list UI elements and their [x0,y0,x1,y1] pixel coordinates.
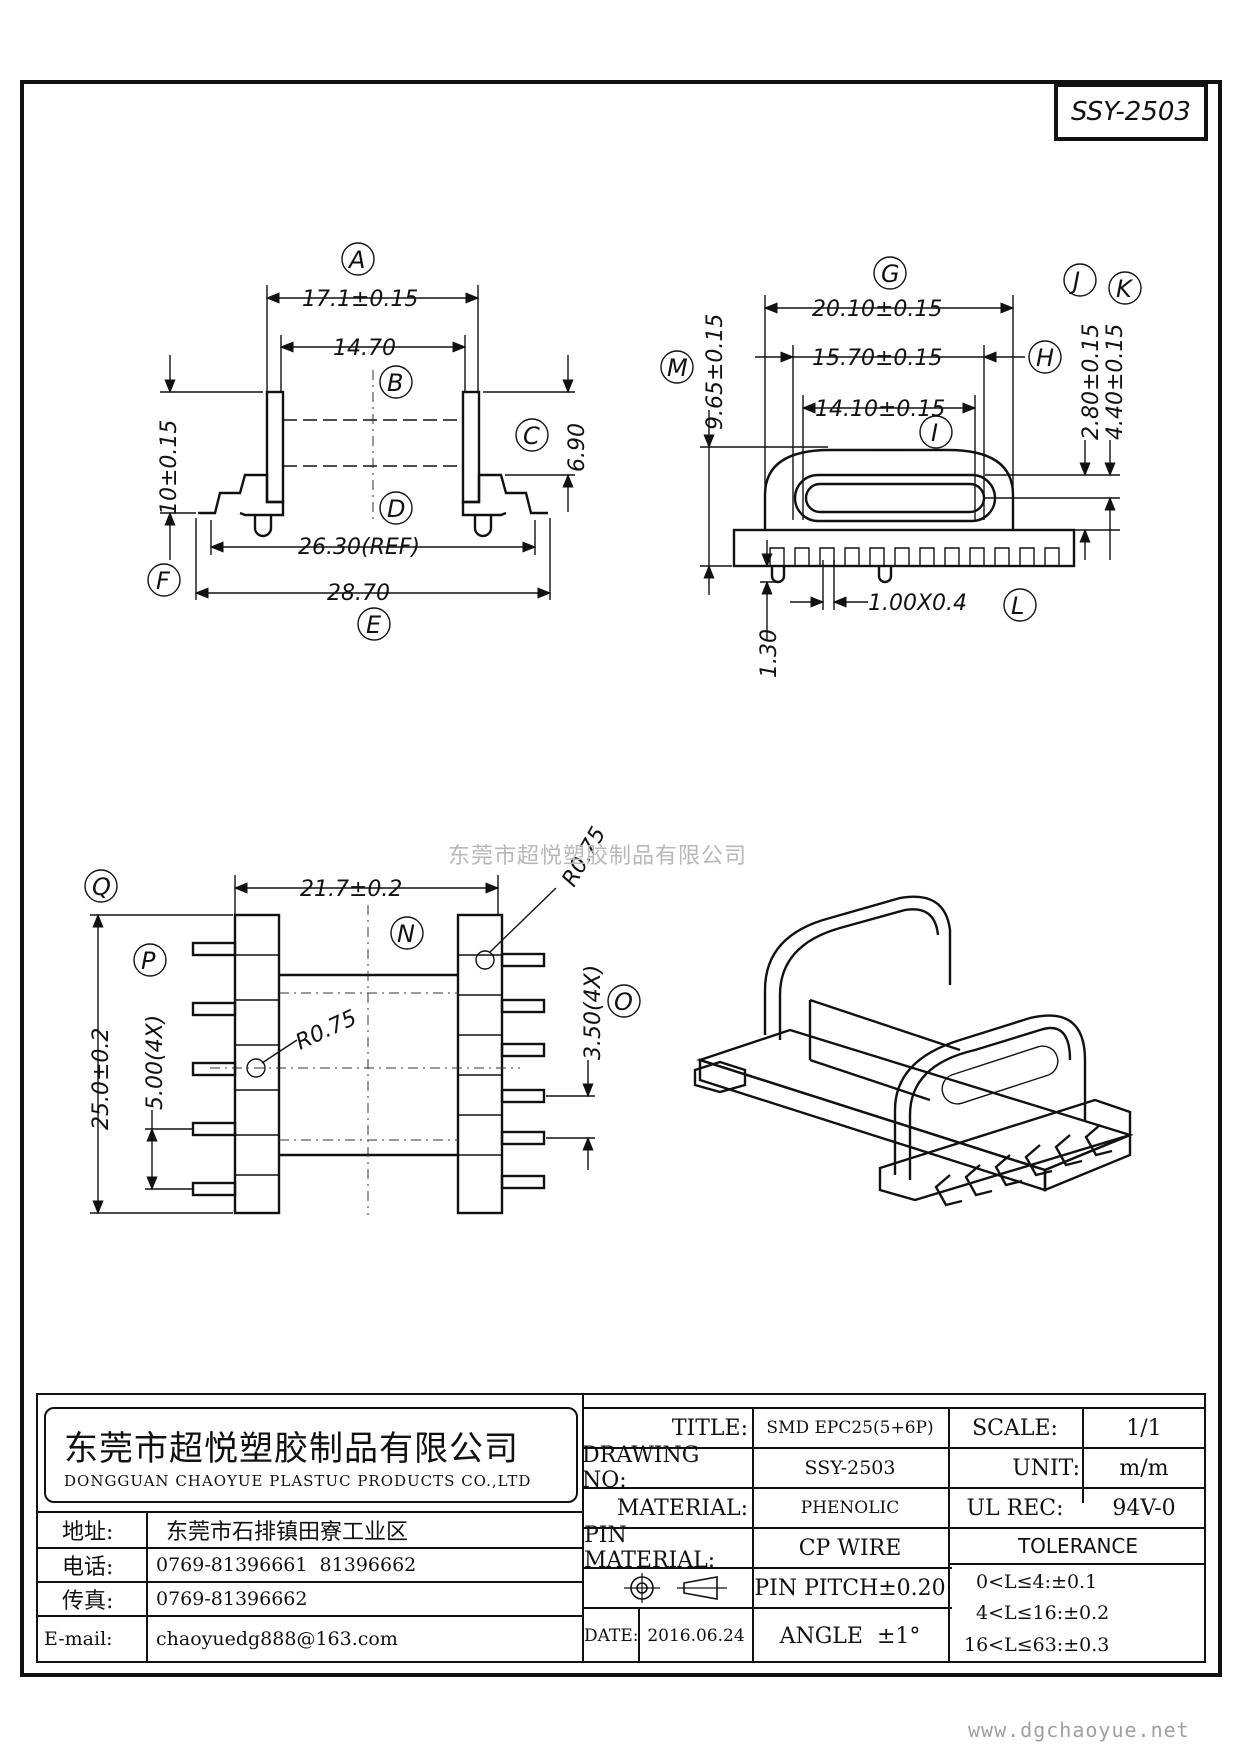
dim-e-text: 28.70 [327,581,390,606]
label-h: H [1036,344,1054,372]
label-i: I [931,419,938,447]
scale-label: SCALE: [972,1415,1058,1441]
company-en: DONGGUAN CHAOYUE PLASTUC PRODUCTS CO.,LT… [64,1471,532,1490]
tolerance-label: TOLERANCE [1017,1534,1139,1558]
part-number-box: SSY-2503 [1054,83,1208,141]
company-box: 东莞市超悦塑胶制品有限公司 DONGGUAN CHAOYUE PLASTUC P… [44,1407,578,1503]
dim-i-text: 14.10±0.15 [815,397,945,422]
company-cn: 东莞市超悦塑胶制品有限公司 [64,1428,519,1469]
pin-material-value: CP WIRE [798,1535,902,1561]
dim-p-text: 5.00(4X) [143,1015,168,1110]
label-o: O [614,988,633,1016]
address-value: 东莞市石排镇田寮工业区 [166,1520,409,1545]
watermark-text: 东莞市超悦塑胶制品有限公司 [448,844,748,869]
side-view: 17.1±0.15 14.70 6.90 10±0.15 26.30(REF) [147,242,590,641]
drawing-frame [20,80,1222,1677]
drawing-no-label: DRAWING NO: [582,1443,700,1493]
label-m: M [667,354,688,382]
tolerance-row-3: 16<L≤63:±0.3 [964,1634,1110,1656]
label-l: L [1011,592,1024,620]
label-e: E [366,611,382,639]
unit-label: UNIT: [1012,1455,1080,1481]
date-label: DATE: [584,1626,639,1646]
scale-value: 1/1 [1126,1415,1162,1441]
tolerance-row-1: 0<L≤4:±0.1 [976,1571,1098,1593]
phone-label: 电话: [62,1554,114,1580]
dim-l-text: 1.00X0.4 [868,591,967,616]
dim-n-text: 21.7±0.2 [300,877,402,902]
email-value: chaoyuedg888@163.com [156,1628,398,1650]
front-view: 20.10±0.15 15.70±0.15 14.10±0.15 9.65±0.… [660,256,1142,678]
front-view-pins [769,547,1060,566]
label-d: D [387,495,405,523]
dim-g-text: 20.10±0.15 [812,297,942,322]
pin-material-label: PIN MATERIAL: [584,1523,716,1573]
material-value: PHENOLIC [800,1498,900,1518]
tolerance-row-2: 4<L≤16:±0.2 [976,1602,1110,1624]
fax-label: 传真: [62,1588,114,1614]
ul-rec-label: UL REC: [966,1495,1064,1521]
label-g: G [881,260,900,288]
drawing-no-value: SSY-2503 [804,1457,896,1479]
label-q: Q [92,873,111,901]
dim-f-text: 10±0.15 [157,420,182,515]
projection-symbol [612,1569,742,1607]
dim-b-text: 14.70 [333,336,396,361]
dim-j-text: 2.80±0.15 [1079,324,1104,440]
label-c: C [523,422,540,450]
label-n: N [397,920,415,948]
dim-o-text: 3.50(4X) [581,965,606,1060]
title-block: 东莞市超悦塑胶制品有限公司 DONGGUAN CHAOYUE PLASTUC P… [36,1393,1206,1663]
address-label: 地址: [62,1520,114,1545]
dim-c-text: 6.90 [565,423,590,472]
website-text: www.dgchaoyue.net [968,1718,1190,1742]
dim-q-text: 25.0±0.2 [89,1028,114,1130]
label-b: B [387,369,403,397]
fax-value: 0769-81396662 [156,1587,308,1610]
ul-rec-value: 94V-0 [1112,1495,1176,1521]
phone-value: 0769-81396661 81396662 [156,1553,417,1576]
dim-r2-text: R0.75 [292,1006,361,1056]
email-label: E-mail: [44,1628,113,1650]
angle-value: ANGLE ±1° [779,1623,921,1649]
label-f: F [156,567,171,595]
material-label: MATERIAL: [616,1495,748,1521]
third-angle-projection-icon [624,1573,727,1603]
label-k: K [1116,275,1134,303]
bottom-view: 21.7±0.2 [84,823,641,1215]
unit-value: m/m [1119,1455,1169,1481]
dim-k-text: 4.40±0.15 [1103,324,1128,440]
dim-h-text: 15.70±0.15 [812,346,942,371]
isometric-view [693,895,1134,1207]
label-p: P [141,947,156,975]
label-j: J [1069,267,1080,295]
title-value: SMD EPC25(5+6P) [766,1418,934,1438]
label-a: A [347,246,365,274]
date-value: 2016.06.24 [647,1626,745,1646]
dim-a-text: 17.1±0.15 [302,287,418,312]
pin-pitch-value: PIN PITCH±0.20 [754,1575,946,1601]
dim-m-text: 9.65±0.15 [703,314,728,430]
dim-d-text: 26.30(REF) [298,535,420,560]
title-label: TITLE: [671,1415,748,1441]
dim-pin-text: 1.30 [757,629,782,678]
